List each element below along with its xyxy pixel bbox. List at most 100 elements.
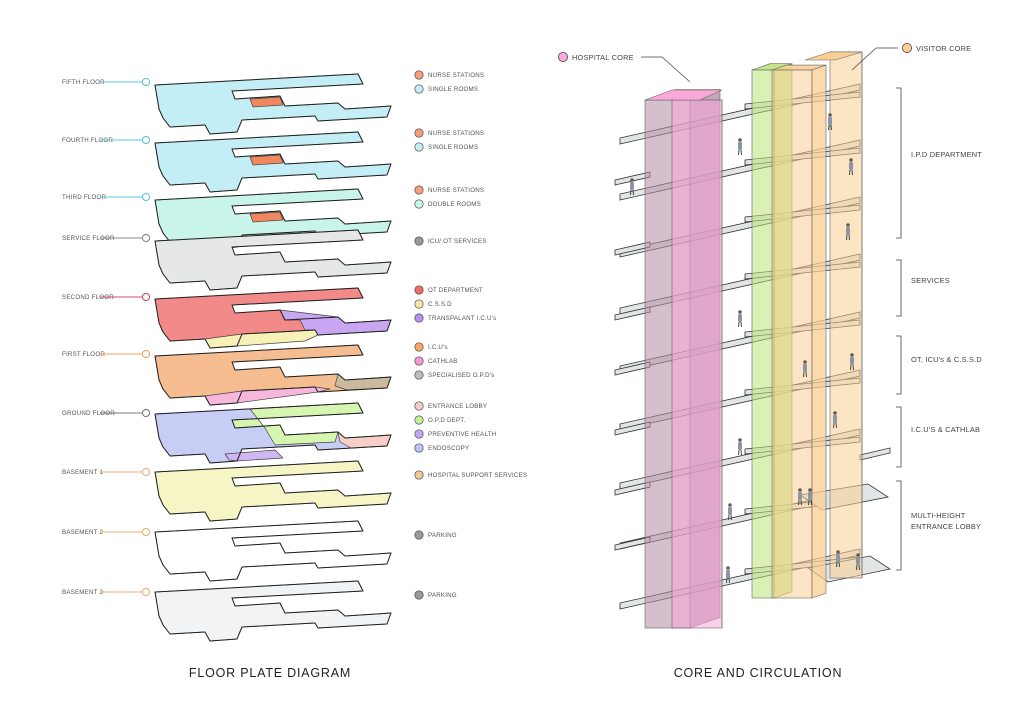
visitor-core-top [804,51,863,61]
hospital-core-leader [641,56,691,83]
floor-dot [141,408,151,418]
person-body [798,492,802,500]
hospital-core-callout: HOSPITAL CORE [558,52,691,83]
floor-plate-outline [154,229,392,291]
floor-dot [141,587,151,597]
person-leg [630,189,632,196]
person-leg [730,514,732,521]
bracket-line [896,335,902,395]
person-leg [803,371,805,378]
visitor-core-label: VISITOR CORE [916,44,971,53]
floor-dot [141,135,151,145]
department-label: I.P.D DEPARTMENT [911,150,982,159]
person-body [630,182,634,190]
person-figure [726,566,730,584]
legend-swatch [414,370,424,380]
person-leg [738,321,740,328]
person-figure [803,360,807,378]
person-body [808,492,812,500]
person-body [850,357,854,365]
visitor-core-swatch [902,43,913,54]
person-leg [805,371,807,378]
floor-dot [141,192,151,202]
legend-swatch [414,70,424,80]
legend-label: ENDOSCOPY [428,445,469,452]
legend-label: SPECIALISED O.P.D's [428,372,494,379]
hospital-core-top [644,89,723,101]
person-head [803,360,807,364]
department-bracket: I.P.D DEPARTMENT [896,87,982,239]
person-leg [849,169,851,176]
legend-swatch [414,470,424,480]
department-label: MULTI-HEIGHT [911,511,966,520]
specialised-opd-zone [334,373,392,391]
nurse-station-zone [249,211,284,223]
person-figure [849,158,853,176]
floor-plate-outline [154,580,392,642]
floor-dot [141,349,151,359]
legend-swatch [414,590,424,600]
person-figure [808,488,812,506]
person-head [836,550,840,554]
legend-label: OT DEPARTMENT [428,287,483,294]
core-and-circulation-diagram: HOSPITAL CORE VISITOR CORE I.P.D DEPARTMEN… [558,43,982,629]
visitor-core-callout: VISITOR CORE [851,43,971,71]
entrance-lobby-zone [337,431,392,449]
legend-swatch [414,415,424,425]
legend-swatch [414,356,424,366]
legend-label: ENTRANCE LOBBY [428,403,487,410]
legend-label: C.S.S.D [428,301,452,308]
person-body [803,364,807,372]
legend-swatch [414,401,424,411]
person-figure [630,178,634,196]
person-head [728,503,732,507]
floor-name: FIRST FLOOR [62,351,105,358]
floor-plate-outline [154,287,392,349]
person-leg [728,514,730,521]
legend-swatch [414,443,424,453]
person-body [856,557,860,565]
person-figure [846,223,850,241]
legend-swatch [414,185,424,195]
person-figure [738,438,742,456]
legend-swatch [414,142,424,152]
visitor-core-leader [851,47,898,71]
floor-name: GROUND FLOOR [62,410,115,417]
person-head [849,158,853,162]
visitor-core [829,51,863,579]
legend-swatch [414,285,424,295]
floor-name: SECOND FLOOR [62,294,114,301]
legend-label: ICU/ OT SERVICES [428,238,487,245]
person-leg [740,321,742,328]
legend-swatch [414,128,424,138]
person-head [828,113,832,117]
person-leg [846,234,848,241]
floor-name: BASEMENT 1 [62,469,103,476]
floor-plate-outline [154,344,392,406]
floor-8: BASEMENT 1 HOSPITAL SUPPORT SERVICES [62,460,527,522]
person-leg [740,149,742,156]
core-front-face [671,99,723,629]
person-leg [851,169,853,176]
person-body [738,142,742,150]
person-head [856,553,860,557]
person-figure [836,550,840,568]
floor-name: BASEMENT 3 [62,589,103,596]
person-head [798,488,802,492]
person-figure [728,503,732,521]
floor-dot [141,77,151,87]
legend-label: O.P.D DEPT. [428,417,466,424]
person-leg [726,577,728,584]
legend-swatch [414,236,424,246]
person-leg [740,449,742,456]
person-head [726,566,730,570]
legend-label: HOSPITAL SUPPORT SERVICES [428,472,527,479]
department-label: SERVICES [911,276,950,285]
floor-plate-outline [154,73,392,135]
legend-swatch [414,199,424,209]
legend-swatch [414,299,424,309]
